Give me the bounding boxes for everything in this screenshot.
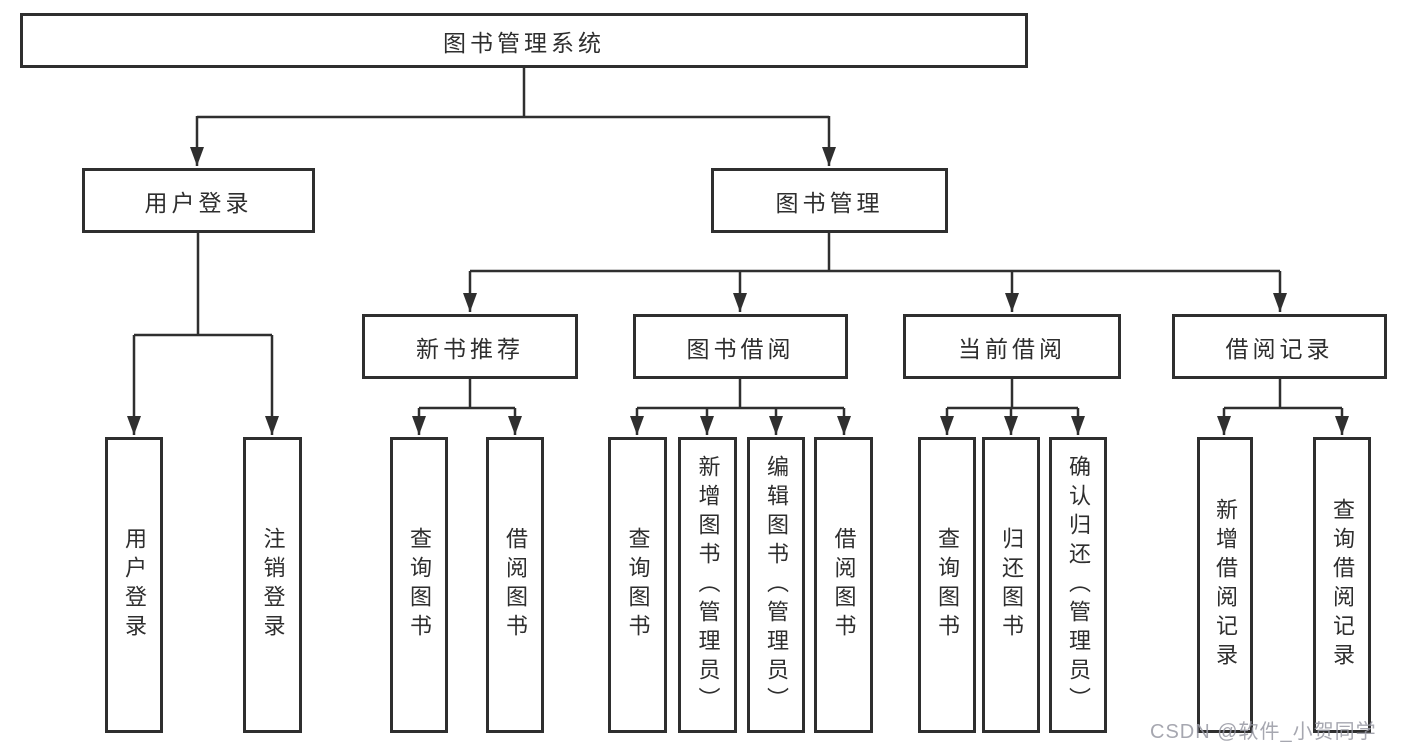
node-new-books-label: 新书推荐: [416, 335, 524, 362]
node-book-borrow: 图书借阅: [633, 314, 848, 379]
node-book-management: 图书管理: [711, 168, 948, 233]
leaf-current-confirm-admin: 确认归还（管理员）: [1049, 437, 1107, 733]
leaf-current-confirm-admin-label: 确认归还（管理员）: [1066, 454, 1091, 716]
leaf-borrow-add-admin: 新增图书（管理员）: [678, 437, 737, 733]
leaf-borrow-borrow: 借阅图书: [814, 437, 873, 733]
leaf-newbooks-query: 查询图书: [390, 437, 448, 733]
leaf-current-query-label: 查询图书: [935, 527, 960, 643]
leaf-newbooks-borrow-label: 借阅图书: [503, 527, 528, 643]
node-current-borrow-label: 当前借阅: [958, 335, 1066, 362]
csdn-watermark: CSDN @软件_小贺同学: [1150, 721, 1377, 743]
connector-book-management: [463, 233, 1287, 312]
leaf-login: 用户登录: [105, 437, 163, 733]
leaf-borrow-query-label: 查询图书: [625, 527, 651, 643]
node-root: 图书管理系统: [20, 13, 1028, 68]
leaf-current-return: 归还图书: [982, 437, 1040, 733]
leaf-borrow-query: 查询图书: [608, 437, 667, 733]
leaf-borrow-borrow-label: 借阅图书: [831, 527, 857, 643]
leaf-borrow-edit-admin: 编辑图书（管理员）: [747, 437, 805, 733]
node-current-borrow: 当前借阅: [903, 314, 1121, 379]
leaf-records-query-label: 查询借阅记录: [1330, 498, 1355, 672]
leaf-newbooks-query-label: 查询图书: [407, 527, 432, 643]
node-new-books: 新书推荐: [362, 314, 578, 379]
node-book-borrow-label: 图书借阅: [686, 335, 795, 362]
connector-book-borrow: [630, 379, 851, 435]
node-user-login-label: 用户登录: [144, 189, 253, 216]
leaf-records-add: 新增借阅记录: [1197, 437, 1253, 733]
node-user-login: 用户登录: [82, 168, 315, 233]
connector-current-borrow: [940, 379, 1085, 435]
connector-borrow-records: [1217, 379, 1349, 435]
leaf-logout: 注销登录: [243, 437, 302, 733]
node-borrow-records-label: 借阅记录: [1225, 335, 1334, 362]
leaf-records-add-label: 新增借阅记录: [1213, 498, 1238, 672]
leaf-current-query: 查询图书: [918, 437, 976, 733]
leaf-logout-label: 注销登录: [260, 527, 286, 643]
node-borrow-records: 借阅记录: [1172, 314, 1387, 379]
leaf-borrow-edit-admin-label: 编辑图书（管理员）: [764, 454, 789, 716]
leaf-borrow-add-admin-label: 新增图书（管理员）: [695, 454, 721, 716]
leaf-records-query: 查询借阅记录: [1313, 437, 1371, 733]
node-root-label: 图书管理系统: [443, 29, 605, 56]
leaf-login-label: 用户登录: [122, 527, 147, 643]
connector-user-login: [127, 233, 279, 435]
leaf-newbooks-borrow: 借阅图书: [486, 437, 544, 733]
leaf-current-return-label: 归还图书: [999, 527, 1024, 643]
node-book-management-label: 图书管理: [775, 189, 884, 216]
connector-root: [190, 68, 836, 166]
connector-new-books: [412, 379, 522, 435]
